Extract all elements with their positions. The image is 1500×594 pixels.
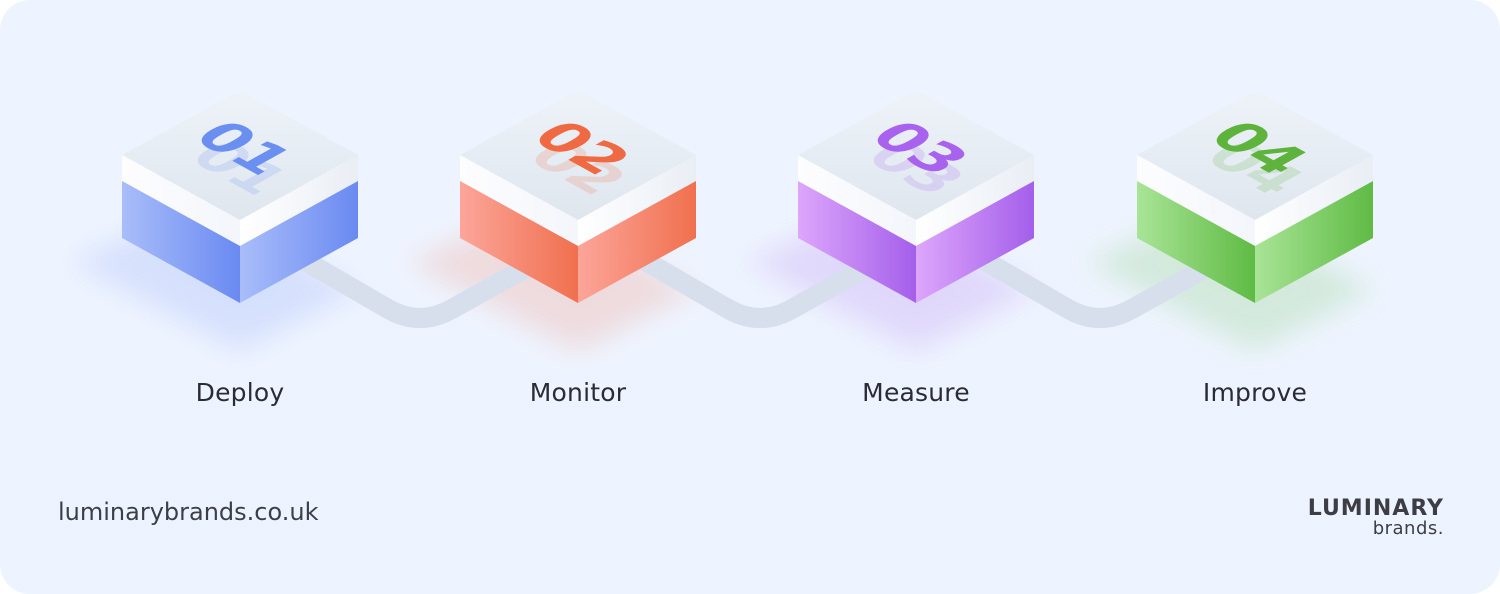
cube-side-left: [798, 181, 916, 303]
cube-side-right: [1255, 181, 1373, 303]
step-label-monitor: Monitor: [529, 378, 627, 407]
cube-side-left: [1137, 181, 1255, 303]
cube-side-right: [240, 181, 358, 303]
cube-side-right: [578, 181, 696, 303]
luminary-logo: LUMINARY brands.: [1282, 496, 1452, 544]
cube-band-right: [916, 155, 1034, 246]
cube-band-right: [240, 155, 358, 246]
cube-band-left: [122, 155, 240, 246]
cube-band-right: [578, 155, 696, 246]
cube-side-left: [460, 181, 578, 303]
cube-band-right: [1255, 155, 1373, 246]
cube-side-right: [916, 181, 1034, 303]
cube-band-left: [460, 155, 578, 246]
step-label-deploy: Deploy: [195, 378, 285, 407]
cube-band-left: [798, 155, 916, 246]
connector-path: [290, 248, 1230, 328]
step-label-measure: Measure: [862, 378, 970, 407]
step-label-improve: Improve: [1202, 378, 1308, 407]
cube-band-left: [1137, 155, 1255, 246]
website-url: luminarybrands.co.uk: [58, 498, 319, 526]
logo-wordmark: LUMINARY: [1307, 496, 1444, 521]
cube-side-left: [122, 181, 240, 303]
logo-subtext: brands.: [1372, 518, 1444, 539]
